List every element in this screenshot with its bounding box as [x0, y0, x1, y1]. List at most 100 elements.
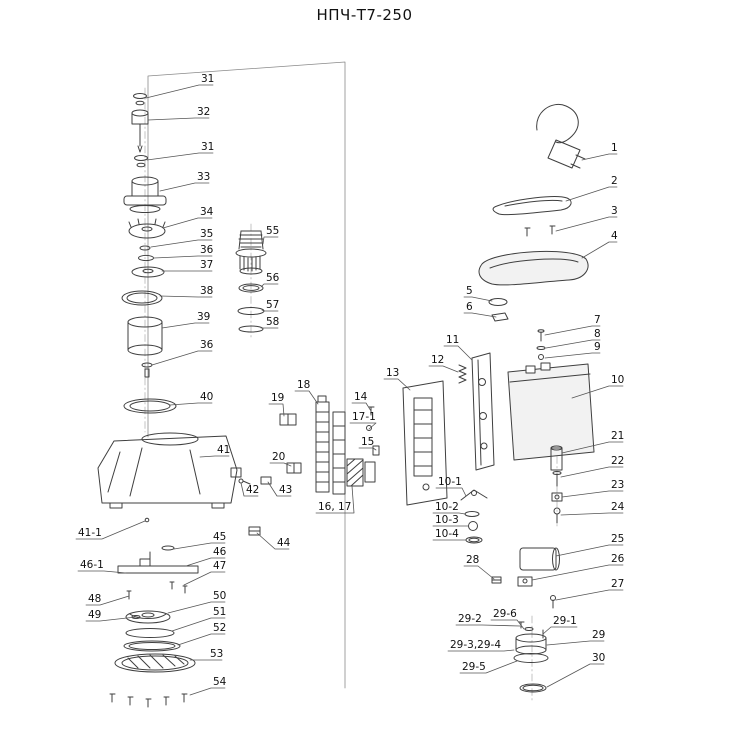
washers-35-36 — [138, 245, 154, 262]
leader-line — [531, 564, 624, 581]
part-label: 23 — [611, 479, 624, 491]
leader-line — [159, 295, 213, 298]
part-label: 10 — [611, 374, 624, 386]
part-label: 7 — [594, 314, 601, 326]
part-label: 36 — [200, 339, 214, 351]
part-label: 3 — [611, 205, 618, 217]
leader-line — [262, 236, 279, 245]
leader-line — [443, 345, 473, 361]
leader-line — [560, 512, 624, 516]
part-label: 47 — [213, 560, 226, 572]
part-label: 29-6 — [493, 608, 517, 620]
valve-parts-16-17 — [346, 458, 376, 487]
leader-line — [544, 325, 601, 336]
leader-line — [146, 152, 214, 161]
washer-36-lower — [141, 362, 153, 378]
impeller-part-50 — [125, 610, 171, 624]
leader-line — [75, 520, 146, 540]
leader-line — [581, 153, 618, 161]
ring-part-38 — [121, 290, 163, 306]
spring-part-12 — [458, 364, 467, 384]
ring-part-30 — [519, 683, 547, 693]
part-label: 53 — [210, 648, 223, 660]
leader-line — [269, 462, 292, 467]
leader-line — [85, 616, 137, 622]
seal-plate-parts-45-46 — [117, 545, 199, 574]
washers-31-lower — [134, 155, 148, 168]
part-label: 18 — [297, 379, 310, 391]
leader-line — [173, 542, 226, 550]
part-label: 35 — [200, 228, 213, 240]
screws-part-54 — [109, 693, 188, 708]
part-label: 57 — [266, 299, 279, 311]
leader-line — [560, 466, 624, 478]
part-label: 21 — [611, 430, 624, 442]
section-frame — [147, 61, 346, 689]
top-cover-part-4 — [478, 250, 589, 286]
part-label: 48 — [88, 593, 101, 605]
leader-line — [463, 312, 497, 318]
part-label: 40 — [200, 391, 213, 403]
clip-part-28 — [491, 576, 502, 584]
strainer-part-53 — [114, 653, 196, 673]
leader-line — [159, 182, 210, 192]
part-label: 16, 17 — [318, 501, 351, 513]
part-label: 29-5 — [462, 661, 486, 673]
part-label: 43 — [279, 484, 292, 496]
leader-line — [189, 687, 226, 696]
ring-part-52 — [123, 640, 181, 652]
leader-line — [459, 660, 518, 674]
leader-line — [455, 624, 521, 627]
leader-line — [555, 589, 624, 601]
part-label: 4 — [611, 230, 618, 242]
part-label: 6 — [466, 301, 473, 313]
leader-line — [428, 365, 459, 373]
leader-line — [161, 322, 210, 329]
part-label: 10-2 — [435, 501, 459, 513]
leader-line — [183, 571, 226, 586]
leader-line — [561, 441, 624, 454]
leader-line — [261, 309, 279, 312]
guide-rail-part-18 — [315, 395, 346, 495]
part-label: 36 — [200, 244, 214, 256]
part-label: 29-3,29-4 — [450, 639, 501, 651]
part-label: 10-1 — [438, 476, 462, 488]
leader-line — [145, 84, 214, 99]
part-label: 2 — [611, 175, 618, 187]
hose-fitting-part-55 — [235, 230, 267, 275]
part-label: 8 — [594, 328, 601, 340]
seal-parts-5-6 — [488, 298, 509, 322]
leader-line — [151, 350, 213, 366]
part-label: 44 — [277, 537, 291, 549]
part-label: 54 — [213, 676, 227, 688]
part-label: 41-1 — [78, 527, 102, 539]
pump-head-part-29 — [513, 621, 549, 663]
leader-line — [542, 626, 578, 635]
leader-line — [544, 352, 601, 359]
leader-line — [447, 649, 515, 652]
impeller-part-32 — [131, 109, 149, 153]
part-label: 10-4 — [435, 528, 459, 540]
part-label: 49 — [88, 609, 101, 621]
part-label: 24 — [611, 501, 625, 513]
part-label: 42 — [246, 484, 259, 496]
pin-part-41-1 — [144, 517, 150, 523]
seal-ring-part-40 — [123, 398, 177, 414]
part-label: 29 — [592, 629, 605, 641]
part-label: 41 — [217, 444, 230, 456]
part-label: 11 — [446, 334, 459, 346]
leader-line — [555, 216, 618, 232]
bracket-part-20 — [286, 462, 302, 474]
part-label: 31 — [201, 73, 214, 85]
part-label: 58 — [266, 316, 279, 328]
bracket-part-26 — [517, 576, 533, 587]
part-label: 33 — [197, 171, 210, 183]
leader-line — [240, 482, 259, 497]
screws-part-3 — [524, 225, 556, 237]
part-label: 26 — [611, 553, 625, 565]
leader-line — [171, 617, 226, 632]
leader-line — [153, 255, 213, 259]
capacitor-part-25 — [519, 547, 560, 571]
leader-line — [169, 402, 213, 406]
